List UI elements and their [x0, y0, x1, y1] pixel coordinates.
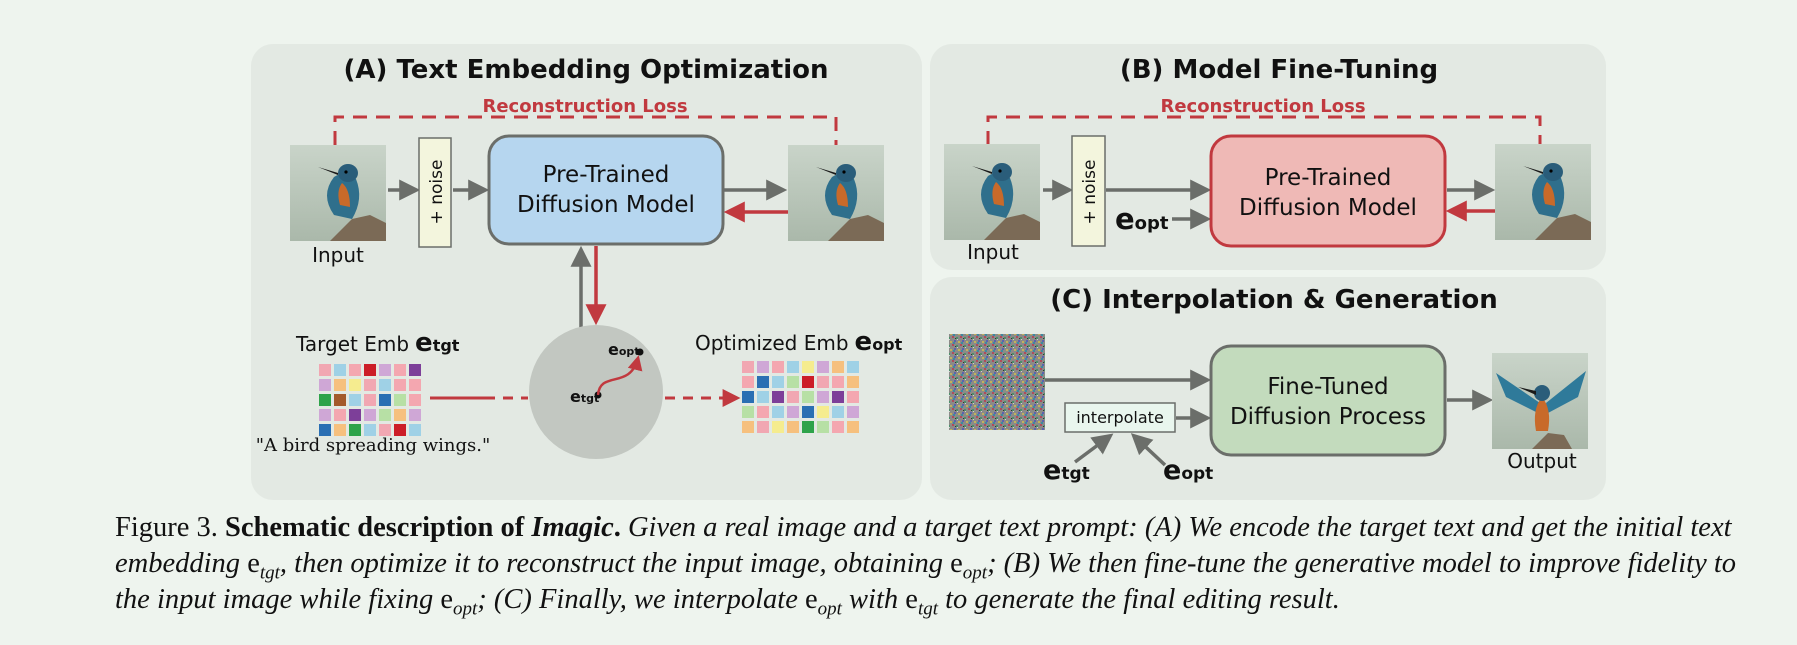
panel-c-output-image: [1492, 353, 1588, 449]
caption-text-1: Given a real image and a target text pro…: [115, 512, 1732, 579]
caption-figure-number: Figure 3.: [115, 512, 218, 543]
panel-b-eopt-label: eopt: [1115, 202, 1169, 236]
caption-math-eopt-3: eopt: [804, 584, 842, 620]
panel-c-eopt-label: eopt: [1163, 455, 1213, 486]
panel-b-noise-box: [1071, 135, 1106, 247]
panel-a-target-embedding-grid: [319, 364, 421, 436]
caption-math-eopt-2: eopt: [440, 584, 478, 620]
panel-a-model-label-line1: Pre-Trained: [543, 162, 670, 188]
panel-c-model-box: [1209, 344, 1447, 457]
arrow-c-etgt-interp: [1073, 433, 1114, 464]
panel-b-model-label-line1: Pre-Trained: [1265, 165, 1392, 191]
panel-c-noise-image: [949, 334, 1045, 430]
caption-text-4: ; (C) Finally, we interpolate: [477, 584, 798, 615]
caption-math-eopt: eopt: [950, 548, 988, 584]
panel-a-noise-label: + noise: [427, 160, 447, 225]
panel-b-model-box: [1209, 134, 1447, 248]
imagic-schematic-figure: (A) Text Embedding Optimization Reconstr…: [251, 44, 1606, 500]
panel-a: (A) Text Embedding Optimization Reconstr…: [251, 44, 922, 500]
panel-b: (B) Model Fine-Tuning Reconstruction Los…: [930, 44, 1606, 270]
panel-c-interpolate-label: interpolate: [1076, 408, 1164, 427]
panel-a-title: (A) Text Embedding Optimization: [344, 55, 829, 85]
panel-a-loss-line: [333, 115, 838, 145]
caption-math-etgt: etgt: [247, 548, 280, 584]
panel-a-loss-label: Reconstruction Loss: [482, 96, 687, 117]
panel-c-etgt-label: etgt: [1043, 455, 1090, 486]
panel-b-loss-line: [986, 115, 1542, 145]
panel-b-title: (B) Model Fine-Tuning: [1120, 55, 1438, 85]
panel-a-eopt-point: [636, 348, 644, 356]
panel-a-output-image: [788, 145, 884, 241]
caption-text-3: ; (B) We then fine-tune the generative m…: [115, 548, 1737, 615]
panel-c: (C) Interpolation & Generation interpola…: [930, 277, 1606, 500]
caption-text-2: , then optimize it to reconstruct the in…: [279, 548, 943, 579]
panel-a-prompt: "A bird spreading wings.": [256, 435, 491, 456]
panel-c-title: (C) Interpolation & Generation: [1050, 285, 1498, 315]
figure-caption: Figure 3. Schematic description of Imagi…: [115, 510, 1755, 620]
caption-text-5: with: [849, 584, 899, 615]
panel-a-input-image: [290, 145, 386, 241]
caption-text-6: to generate the final editing result.: [945, 584, 1340, 615]
caption-bold-title: Schematic description of: [225, 512, 525, 543]
panel-b-input-image: [944, 144, 1040, 240]
panel-a-optimization-path: [596, 355, 643, 396]
panel-a-model-box: [487, 134, 725, 246]
caption-bold-period: .: [613, 512, 621, 543]
panel-b-model-label-line2: Diffusion Model: [1239, 195, 1417, 221]
panel-c-model-label-line2: Diffusion Process: [1230, 404, 1426, 430]
panel-a-noise-box: [418, 137, 452, 248]
panel-b-loss-label: Reconstruction Loss: [1160, 96, 1365, 117]
caption-method-name: Imagic: [531, 512, 614, 543]
panel-a-circle-eopt: eopt: [608, 340, 640, 359]
caption-math-etgt-2: etgt: [905, 584, 938, 620]
panel-b-input-label: Input: [967, 240, 1019, 264]
panel-a-input-label: Input: [312, 243, 364, 267]
panel-c-output-label: Output: [1507, 449, 1577, 473]
panel-b-output-image: [1495, 144, 1591, 240]
panel-a-model-label-line2: Diffusion Model: [517, 192, 695, 218]
panel-a-optimized-embedding-grid: [742, 361, 859, 433]
panel-c-model-label-line1: Fine-Tuned: [1267, 374, 1388, 400]
panel-c-interpolate-box: [1064, 402, 1176, 433]
arrow-c-eopt-interp: [1130, 433, 1167, 467]
panel-b-noise-label: + noise: [1080, 160, 1100, 225]
panel-a-circle-etgt: etgt: [570, 387, 599, 406]
